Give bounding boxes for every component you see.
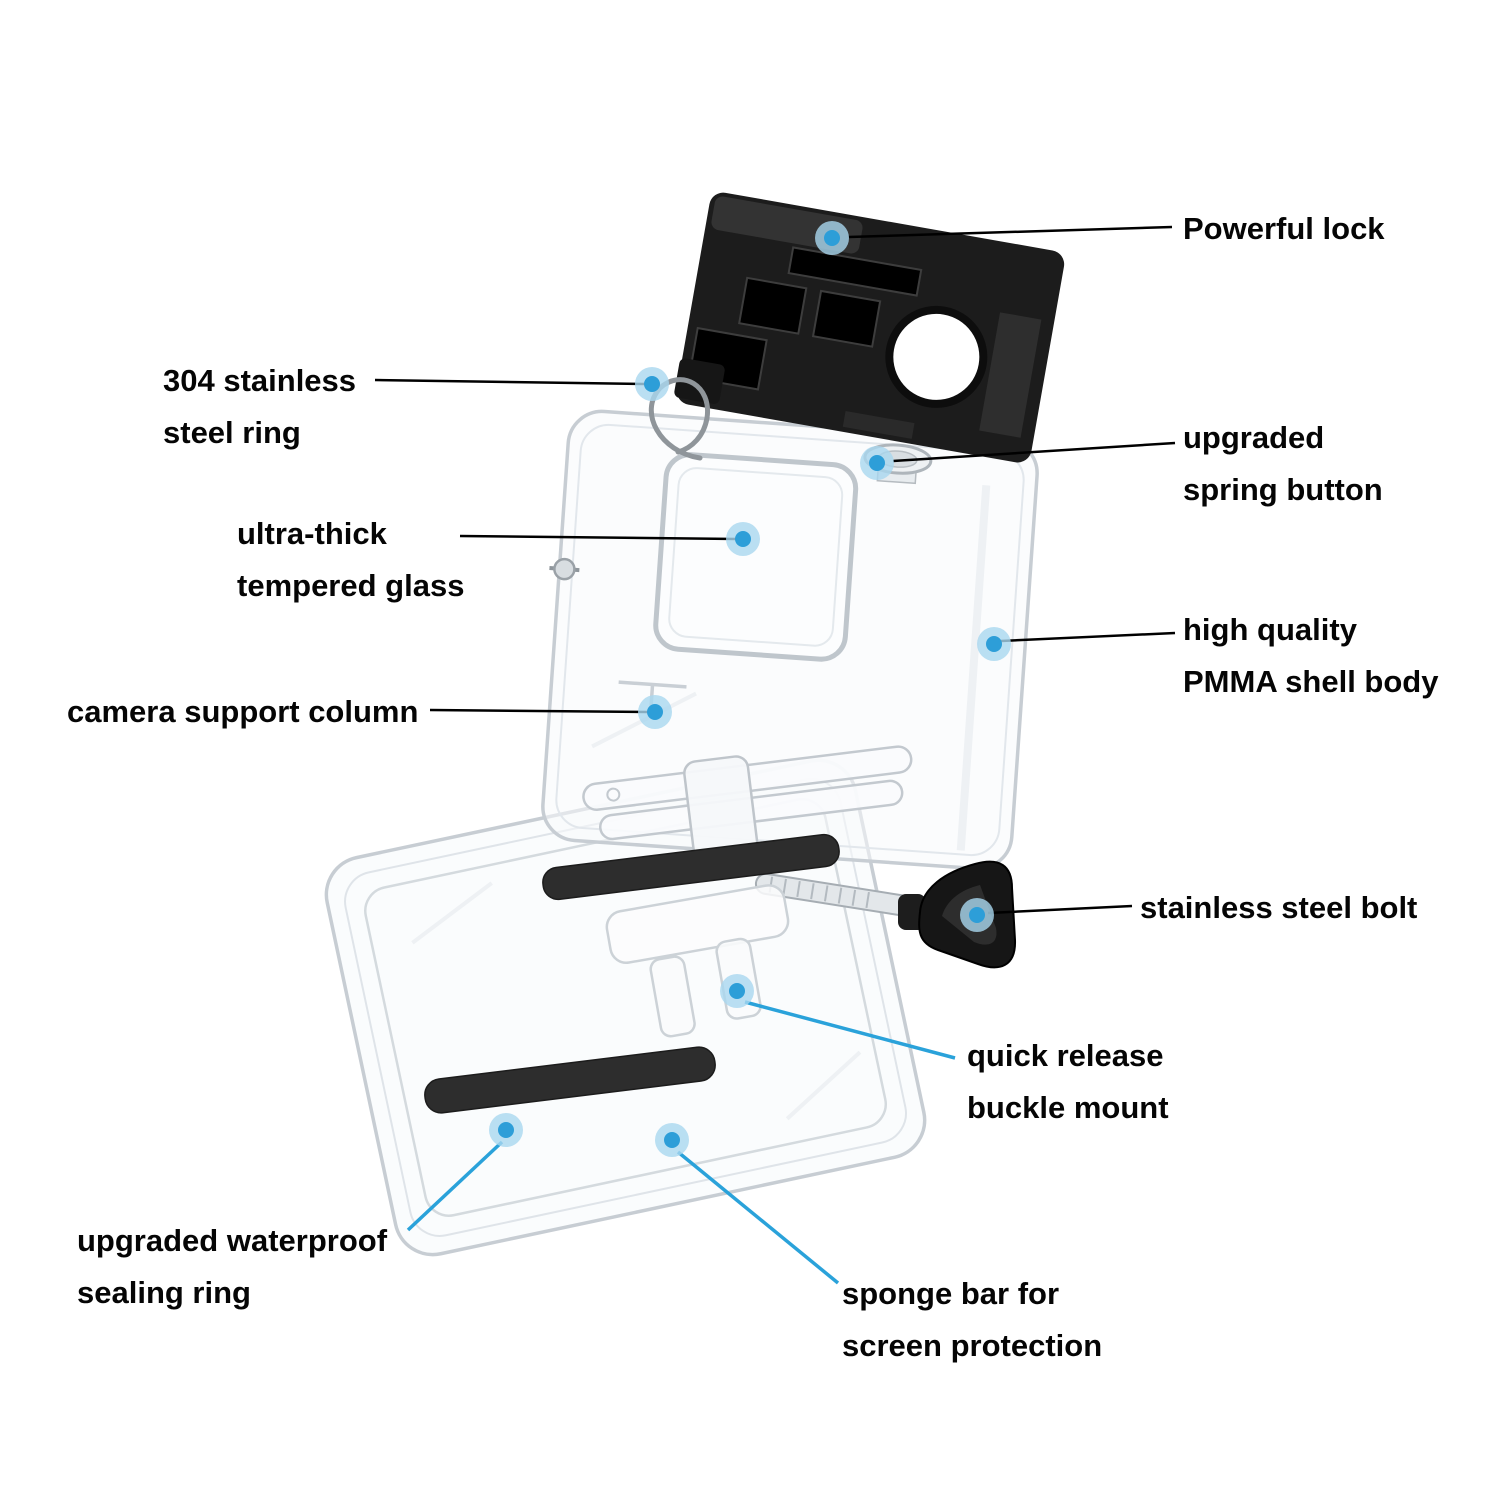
lock-hole xyxy=(885,305,988,408)
leader-spring-button xyxy=(892,441,1176,463)
marker-buckle-mount xyxy=(720,974,754,1008)
leader-steel-bolt xyxy=(987,904,1133,915)
label-support-column: camera support column xyxy=(67,694,419,729)
leader-tempered-glass xyxy=(459,534,738,541)
leader-stainless-ring xyxy=(374,378,646,386)
callout-markers xyxy=(489,221,1011,1157)
case-body xyxy=(541,409,1039,871)
marker-sponge-bar xyxy=(655,1123,689,1157)
leader-support-column xyxy=(429,708,649,714)
marker-spring-button xyxy=(860,446,894,480)
label-sealing-ring: upgraded waterproof sealing ring xyxy=(77,1223,388,1310)
leader-sponge-bar xyxy=(676,1150,840,1285)
marker-sealing-ring xyxy=(489,1113,523,1147)
sealing-ring-outline xyxy=(364,797,887,1217)
hinge xyxy=(582,745,913,863)
leader-sealing-ring xyxy=(406,1140,504,1232)
label-buckle-mount: quick release buckle mount xyxy=(967,1038,1169,1125)
leader-buckle-mount xyxy=(744,1000,956,1060)
leader-pmma-shell xyxy=(1000,631,1176,643)
marker-stainless-ring xyxy=(635,367,669,401)
marker-pmma-shell xyxy=(977,627,1011,661)
lock-lid xyxy=(674,192,1065,463)
marker-support-column xyxy=(638,695,672,729)
label-sponge-bar: sponge bar for screen protection xyxy=(842,1276,1103,1363)
label-stainless-ring: 304 stainless steel ring xyxy=(163,363,357,450)
label-spring-button: upgraded spring button xyxy=(1183,420,1383,507)
label-steel-bolt: stainless steel bolt xyxy=(1140,890,1418,925)
sponge-bar-bottom xyxy=(424,1046,716,1114)
leader-lines xyxy=(374,225,1176,1285)
leader-powerful-lock xyxy=(848,225,1173,239)
label-pmma-shell: high quality PMMA shell body xyxy=(1183,612,1439,699)
latch-axle-pin xyxy=(549,557,580,581)
steel-ring-part xyxy=(648,377,710,461)
marker-tempered-glass xyxy=(726,522,760,556)
sponge-bar-top xyxy=(542,833,840,901)
marker-steel-bolt xyxy=(960,898,994,932)
lens-window xyxy=(653,452,859,662)
label-tempered-glass: ultra-thick tempered glass xyxy=(237,516,465,603)
label-powerful-lock: Powerful lock xyxy=(1183,211,1385,246)
bolt-knob xyxy=(898,860,1017,969)
marker-powerful-lock xyxy=(815,221,849,255)
